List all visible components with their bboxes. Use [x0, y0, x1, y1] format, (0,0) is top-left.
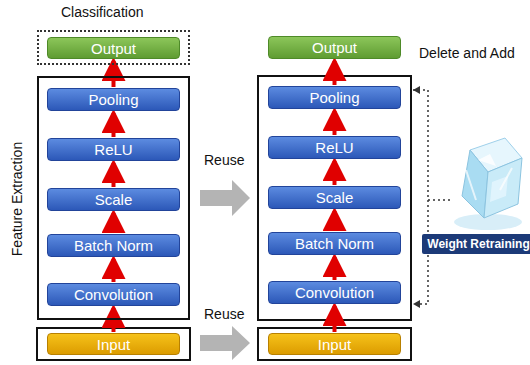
layer-box: Scale: [268, 186, 401, 209]
layer-label: Input: [318, 336, 351, 353]
reuse-label: Reuse: [204, 152, 244, 168]
layer-label: ReLU: [94, 141, 132, 158]
layer-label: Output: [91, 40, 136, 57]
flow-arrow: [333, 111, 337, 135]
layer-box: Convolution: [268, 281, 401, 304]
layer-box: ReLU: [268, 136, 401, 159]
flow-arrow: [333, 306, 337, 332]
layer-box: ReLU: [47, 138, 180, 161]
flow-arrow: [112, 113, 116, 137]
layer-label: Output: [312, 39, 357, 56]
feature-frame: [258, 76, 411, 320]
bracket-leader: [428, 199, 452, 201]
layer-label: Pooling: [309, 89, 359, 106]
bracket-head: [413, 86, 420, 94]
layer-box: Pooling: [47, 88, 180, 111]
group-heading: Feature Extraction: [9, 142, 25, 256]
layer-box: Output: [268, 36, 401, 59]
layer-label: Scale: [95, 191, 133, 208]
reuse-arrow: [200, 326, 250, 360]
flow-arrow: [333, 257, 337, 280]
flow-arrow: [112, 213, 116, 233]
layer-box: Output: [47, 37, 180, 59]
bracket-head: [413, 300, 420, 308]
layer-label: Convolution: [295, 284, 374, 301]
layer-box: Batch Norm: [47, 234, 180, 257]
classification-frame: ClassificationOutput: [37, 30, 190, 65]
reuse-arrow: [200, 180, 250, 216]
ice-cube: [454, 138, 522, 230]
flow-arrow: [333, 211, 337, 231]
layer-label: Batch Norm: [74, 237, 153, 254]
feature-frame: Feature ExtractionPoolingReLUScaleBatch …: [37, 76, 190, 320]
input-frame: [37, 328, 190, 360]
flow-arrow: [333, 161, 337, 185]
flow-arrow: [112, 163, 116, 187]
flow-arrow: [112, 259, 116, 282]
layer-label: Input: [97, 336, 130, 353]
layer-label: Scale: [316, 189, 354, 206]
flow-arrow: [112, 308, 116, 332]
layer-box: Scale: [47, 188, 180, 211]
layer-box: Pooling: [268, 86, 401, 109]
note-label: Delete and Add: [419, 45, 515, 61]
input-frame: [258, 328, 411, 360]
caption-box: Weight Retraining: [422, 234, 530, 254]
layer-label: Weight Retraining: [427, 237, 529, 251]
layer-box: Batch Norm: [268, 232, 401, 255]
bracket: [413, 90, 428, 304]
layer-label: Convolution: [74, 286, 153, 303]
layer-box: Convolution: [47, 283, 180, 306]
layer-label: Pooling: [88, 91, 138, 108]
group-heading: Classification: [61, 4, 143, 20]
flow-arrow: [333, 61, 337, 85]
layer-label: ReLU: [315, 139, 353, 156]
layer-box: Input: [47, 333, 180, 355]
reuse-label: Reuse: [204, 306, 244, 322]
layer-label: Batch Norm: [295, 235, 374, 252]
layer-box: Input: [268, 333, 401, 355]
